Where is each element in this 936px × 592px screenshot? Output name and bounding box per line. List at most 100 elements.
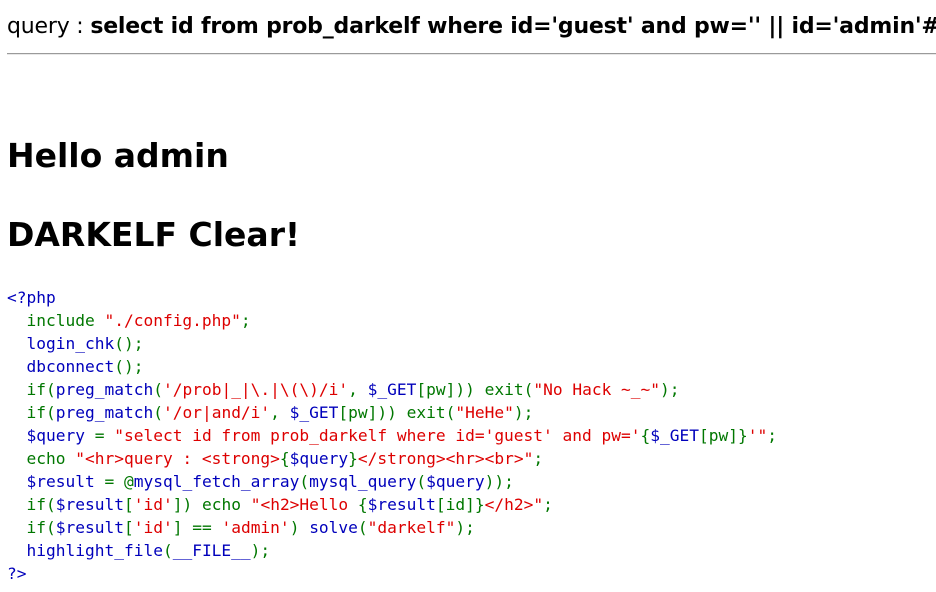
code-token: "select id from prob_darkelf where id='g…	[114, 426, 641, 445]
code-token: if(	[26, 403, 56, 422]
code-token: [	[123, 495, 134, 514]
code-line: include "./config.php";	[7, 309, 777, 332]
code-token: preg_match	[55, 380, 154, 399]
php-source-code: <?php include "./config.php"; login_chk(…	[7, 286, 777, 585]
code-token: "<h2>Hello	[250, 495, 358, 514]
code-token: = @	[104, 472, 134, 491]
code-token: mysql_query	[309, 472, 417, 491]
code-token: $_GET	[289, 403, 339, 422]
code-token: ))	[377, 403, 407, 422]
code-line: highlight_file(__FILE__);	[7, 539, 777, 562]
code-token: ,	[270, 403, 290, 422]
code-token: '/or|and/i'	[162, 403, 271, 422]
code-token: solve	[309, 518, 358, 537]
code-token: if(	[26, 495, 56, 514]
code-token: if(	[26, 518, 56, 537]
code-token: $query	[26, 426, 95, 445]
query-label: query :	[7, 14, 91, 39]
code-token: (	[153, 380, 163, 399]
code-token: [pw]	[338, 403, 378, 422]
code-token: if(	[26, 380, 56, 399]
php-close-tag: ?>	[7, 564, 27, 583]
code-token: $query	[426, 472, 485, 491]
code-line: if($result['id'] == 'admin') solve("dark…	[7, 516, 777, 539]
code-token: $_GET	[367, 380, 417, 399]
code-token: );	[250, 541, 271, 560]
code-token: "HeHe"	[455, 403, 514, 422]
code-token: ();	[114, 357, 144, 376]
code-token: $result	[55, 495, 124, 514]
code-token: ));	[484, 472, 514, 491]
code-line: <?php	[7, 286, 777, 309]
code-token: exit(	[484, 380, 534, 399]
code-token: highlight_file	[26, 541, 163, 560]
code-token: ] ==	[172, 518, 222, 537]
code-line: ?>	[7, 562, 777, 585]
code-token: [pw]	[416, 380, 456, 399]
code-token: "<hr>query : <strong>	[75, 449, 280, 468]
code-token: "darkelf"	[367, 518, 456, 537]
code-token: =	[94, 426, 115, 445]
code-line: if(preg_match('/or|and/i', $_GET[pw])) e…	[7, 401, 777, 424]
code-token: '/prob|_|\.|\(\)/i'	[162, 380, 349, 399]
code-token: (	[416, 472, 427, 491]
hello-heading: Hello admin	[7, 136, 229, 175]
code-token: echo	[26, 449, 76, 468]
code-token: }	[348, 449, 358, 468]
code-token: $result	[26, 472, 105, 491]
code-token: {	[357, 495, 368, 514]
code-token: exit(	[406, 403, 456, 422]
code-line: $result = @mysql_fetch_array(mysql_query…	[7, 470, 777, 493]
code-token: )	[289, 518, 310, 537]
code-token: );	[513, 403, 534, 422]
code-token: (	[153, 403, 163, 422]
code-token: }	[737, 426, 748, 445]
code-token: include	[26, 311, 105, 330]
code-token: $result	[367, 495, 436, 514]
code-token: "./config.php"	[104, 311, 241, 330]
code-token: [id]	[435, 495, 475, 514]
code-token: $_GET	[650, 426, 699, 445]
code-token: (	[162, 541, 173, 560]
code-token: );	[455, 518, 475, 537]
code-token: ))	[455, 380, 485, 399]
code-token: (	[299, 472, 310, 491]
code-token: '"	[747, 426, 768, 445]
code-token: 'id'	[133, 495, 173, 514]
code-line: if(preg_match('/prob|_|\.|\(\)/i', $_GET…	[7, 378, 777, 401]
code-token: ])	[172, 495, 202, 514]
code-token: $result	[55, 518, 124, 537]
code-token: </h2>"	[484, 495, 544, 514]
code-token: ();	[114, 334, 144, 353]
code-line: dbconnect();	[7, 355, 777, 378]
code-token: ;	[240, 311, 251, 330]
query-sql: select id from prob_darkelf where id='gu…	[90, 14, 936, 39]
code-line: $query = "select id from prob_darkelf wh…	[7, 424, 777, 447]
code-token: echo	[201, 495, 251, 514]
code-token: dbconnect	[26, 357, 115, 376]
code-token: ;	[533, 449, 544, 468]
code-token: __FILE__	[172, 541, 251, 560]
query-line: query : select id from prob_darkelf wher…	[7, 12, 936, 42]
code-token: 'admin'	[221, 518, 290, 537]
code-token: {	[640, 426, 651, 445]
code-line: echo "<hr>query : <strong>{$query}</stro…	[7, 447, 777, 470]
clear-heading: DARKELF Clear!	[7, 215, 301, 254]
code-token: preg_match	[55, 403, 154, 422]
code-token: </strong><hr><br>"	[357, 449, 534, 468]
code-token: [	[123, 518, 134, 537]
code-token: 'id'	[133, 518, 173, 537]
code-token: ;	[543, 495, 553, 514]
code-token: }	[474, 495, 485, 514]
code-token: );	[660, 380, 680, 399]
code-token: "No Hack ~_~"	[533, 380, 661, 399]
code-token: mysql_fetch_array	[133, 472, 300, 491]
code-token: {	[279, 449, 290, 468]
code-token: ,	[348, 380, 368, 399]
code-token: $query	[289, 449, 349, 468]
horizontal-rule	[7, 53, 936, 55]
code-line: login_chk();	[7, 332, 777, 355]
php-open-tag: <?php	[7, 288, 56, 307]
code-token: [pw]	[699, 426, 738, 445]
code-token: login_chk	[26, 334, 115, 353]
